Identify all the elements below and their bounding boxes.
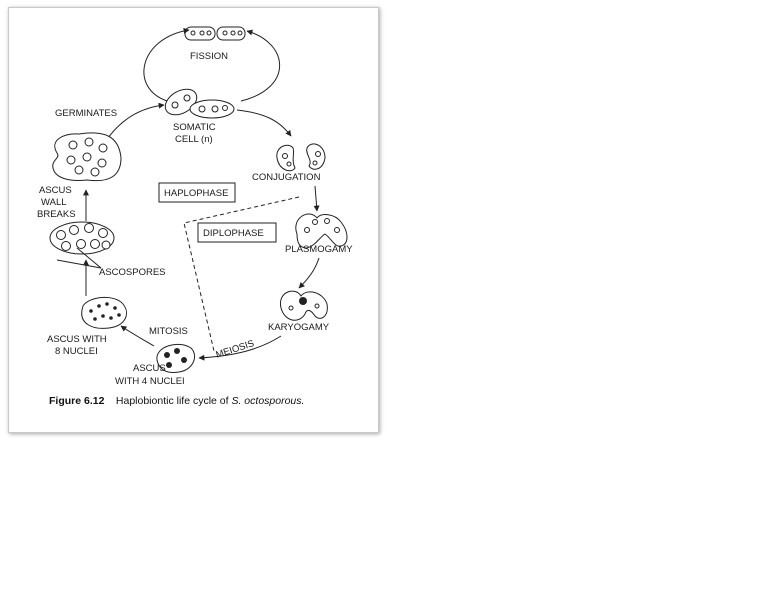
- somatic-cell: [164, 88, 235, 119]
- fission-loop-right: [240, 29, 281, 102]
- ascospores-label: ASCOSPORES: [99, 267, 166, 278]
- ascus4-label-2: WITH 4 NUCLEI: [115, 376, 185, 387]
- ascus8-label-2: 8 NUCLEI: [55, 346, 98, 357]
- ascus4-label-1: ASCUS: [133, 363, 166, 374]
- haplophase-box: [158, 182, 236, 203]
- diplophase-box: [197, 222, 277, 243]
- caption-species: S. octosporous.: [231, 395, 304, 407]
- to-plasmogamy-arrow: [313, 185, 320, 212]
- to-karyogamy-arrow: [298, 257, 320, 289]
- ascus-8-nuclei: [81, 297, 127, 329]
- karyogamy-cell: [279, 290, 328, 321]
- ascospores-pointer-2: [76, 247, 102, 269]
- haplophase-label: HAPLOPHASE: [164, 188, 228, 199]
- mitosis-label: MITOSIS: [149, 326, 188, 337]
- fission-label: FISSION: [190, 51, 228, 62]
- mitosis-arrow: [120, 325, 155, 347]
- karyogamy-label: KARYOGAMY: [268, 322, 330, 333]
- plasmogamy-cell: [295, 213, 348, 249]
- meiosis-arrow: [198, 335, 282, 361]
- caption-text: Haplobiontic life cycle of: [116, 395, 232, 407]
- caption-number: Figure 6.12: [49, 395, 105, 407]
- diplophase-label: DIPLOPHASE: [203, 228, 264, 239]
- phase-divider: [183, 196, 300, 352]
- ascus-4-nuclei: [156, 344, 195, 373]
- germinates-label: GERMINATES: [55, 108, 117, 119]
- somatic-label-1: SOMATIC: [173, 122, 216, 133]
- fission-loop-left: [143, 27, 190, 102]
- ascus-wall-label-3: BREAKS: [37, 209, 76, 220]
- conjugation-label: CONJUGATION: [252, 172, 321, 183]
- plasmogamy-label: PLASMOGAMY: [285, 244, 353, 255]
- ascus-wall-label-2: WALL: [41, 197, 67, 208]
- to-conjugation-arrow: [236, 109, 292, 137]
- somatic-label-2: CELL (n): [175, 134, 213, 145]
- ascospores-pointer-1: [56, 259, 102, 269]
- life-cycle-diagram: FISSION SOMATIC CELL (n) GERMINATES CONJ…: [37, 26, 353, 408]
- conjugation-cells: [276, 143, 326, 172]
- fission-cells: [184, 26, 246, 41]
- meiosis-label: MEIOSIS: [215, 338, 256, 361]
- ascus8-label-1: ASCUS WITH: [47, 334, 107, 345]
- figure-caption: Figure 6.12 Haplobiontic life cycle of S…: [49, 391, 304, 408]
- ascus-ascospores: [49, 221, 115, 255]
- figure-card: FISSION SOMATIC CELL (n) GERMINATES CONJ…: [8, 7, 379, 433]
- ascus-breaking: [52, 132, 122, 182]
- ascus-wall-label-1: ASCUS: [39, 185, 72, 196]
